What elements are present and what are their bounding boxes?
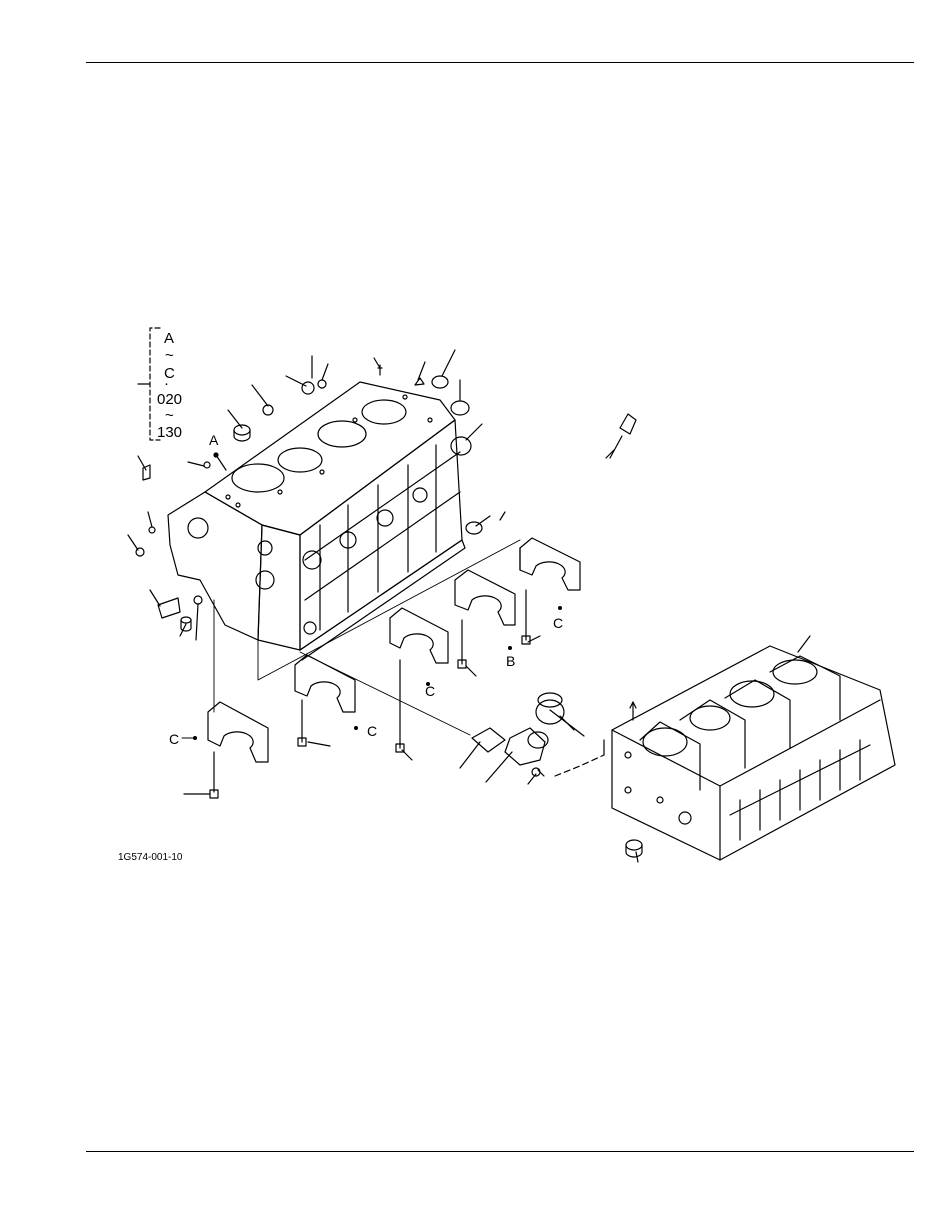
cylinder-block (167, 381, 466, 661)
cylinder-bore (317, 420, 367, 448)
range-line-6: ~ (165, 407, 174, 424)
range-line-4: · (164, 375, 169, 392)
cylinder-bore (361, 399, 407, 425)
range-line-7: 130 (157, 424, 182, 441)
callout-letter-c: C (169, 731, 179, 747)
header-rule (86, 62, 914, 63)
callout-letter-c: C (367, 723, 377, 739)
range-line-3: C (164, 365, 175, 382)
bearing-caps (207, 537, 581, 799)
oil-filter-parts (299, 651, 605, 777)
sensor-plug (605, 413, 637, 459)
leader-lines (127, 349, 491, 641)
footer-rule (86, 1151, 914, 1152)
range-annotation: A ~ C · 020 ~ 130 (157, 330, 182, 441)
block-plugs (135, 364, 506, 632)
cylinder-bore (231, 463, 285, 493)
callout-letter-b: B (506, 653, 515, 669)
callout-dots (181, 606, 562, 740)
callout-letter-a: A (209, 432, 219, 448)
callout-letter-c: C (425, 683, 435, 699)
range-line-5: 020 (157, 391, 182, 408)
lower-leader-lines (183, 635, 811, 863)
cylinder-bore (277, 447, 323, 473)
figure-id: 1G574-001-10 (118, 852, 183, 863)
callout-letter-c: C (553, 615, 563, 631)
range-line-2: ~ (165, 347, 174, 364)
range-bracket (137, 327, 161, 441)
callout-letters: A B C C C C (169, 432, 563, 747)
crankcase-frame (611, 645, 896, 861)
range-line-1: A (164, 330, 174, 347)
